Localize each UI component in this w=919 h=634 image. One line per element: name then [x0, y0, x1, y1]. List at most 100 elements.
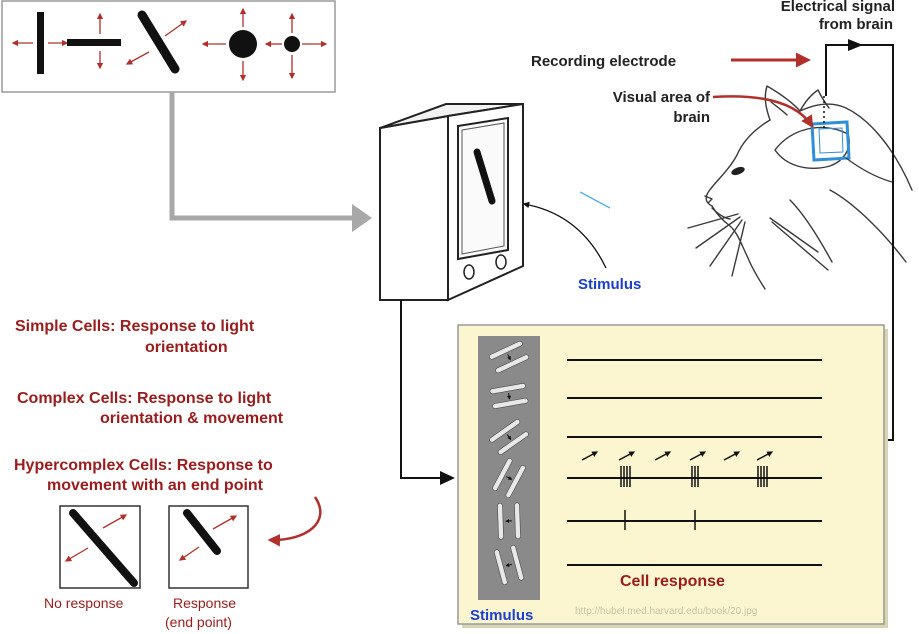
stimulus-row — [492, 457, 526, 499]
visual-area-label-line1: Visual area of — [613, 89, 711, 106]
small-spot-stimulus — [264, 12, 328, 80]
arrow-down-left-icon — [125, 51, 150, 65]
stimulus-motion-arrow-icon — [507, 354, 511, 361]
horizontal-bar-icon — [67, 39, 121, 46]
simple-cells-line1: Simple Cells: Response to light — [15, 318, 255, 335]
stimulus-bar — [489, 383, 526, 395]
small-spot-icon — [284, 36, 300, 52]
cat-far-ear — [799, 89, 830, 112]
black-arrowhead-icon — [440, 471, 455, 485]
arrow-up-right-icon — [212, 515, 238, 530]
short-bar-icon — [183, 509, 221, 555]
cat-whiskers — [687, 213, 829, 277]
no-response-label: No response — [44, 595, 124, 611]
stimulus-motion-markers — [581, 451, 774, 461]
stimulus-row — [489, 419, 529, 455]
stimulus-motion-arrow-icon — [506, 434, 512, 441]
complex-cells-line1: Complex Cells: Response to light — [17, 390, 272, 407]
vertical-bar-stimulus — [11, 12, 69, 74]
hypercomplex-cells-line1: Hypercomplex Cells: Response to — [14, 457, 273, 474]
stimulus-motion-arrow-icon — [505, 563, 513, 567]
stimulus-monitor — [379, 102, 524, 302]
stimulus-types-box — [1, 0, 336, 93]
electrode-cable — [845, 157, 893, 183]
monitor-knob-icon — [463, 264, 475, 280]
whisker — [769, 217, 819, 253]
whisker — [695, 216, 741, 249]
visual-area-label-line2: brain — [673, 109, 710, 126]
cat-mouth — [711, 207, 731, 220]
cat-head-illustration — [687, 85, 913, 290]
stimulus-row — [493, 545, 525, 585]
motion-arrow-icon — [689, 451, 707, 461]
vertical-bar-icon — [37, 12, 44, 74]
arrow-down-left-icon — [178, 546, 200, 561]
large-spot-icon — [229, 30, 257, 58]
gray-connector-line — [169, 92, 354, 221]
signal-arrow-right-icon — [848, 39, 863, 51]
stimulus-bar — [510, 545, 525, 581]
whisker — [771, 221, 829, 271]
monitor-screen — [457, 116, 509, 261]
cat-head-outline — [764, 85, 913, 191]
stimulus-pointer-arrow — [522, 201, 607, 269]
motion-arrow-icon — [581, 451, 599, 461]
simple-cells-line2: orientation — [145, 339, 228, 356]
visual-area-arrow — [712, 95, 814, 129]
black-connector-line — [400, 300, 442, 479]
stimulus-monitor-label: Stimulus — [578, 276, 641, 293]
gray-arrowhead-icon — [352, 204, 372, 232]
cat-cheek-line — [789, 199, 833, 263]
stimulus-bar — [493, 549, 508, 585]
stimulus-strip-background — [478, 336, 540, 600]
horizontal-bar-stimulus — [67, 12, 121, 70]
stimuli-to-monitor-arrow — [169, 92, 372, 232]
cell-response-label: Cell response — [620, 573, 725, 590]
stimulus-row — [488, 340, 530, 374]
electrical-signal-label-line1: Electrical signal — [781, 0, 895, 15]
stimulus-row — [497, 502, 521, 540]
stimulus-bar — [497, 503, 504, 540]
motion-arrow-icon — [723, 451, 741, 461]
monitor-knob-icon — [495, 254, 507, 270]
diagonal-bar-icon — [137, 10, 180, 74]
recording-electrode-label: Recording electrode — [531, 53, 676, 70]
stimulus-bar — [514, 502, 521, 539]
example-frame — [168, 505, 249, 589]
response-label-line2: (end point) — [165, 614, 232, 630]
no-response-example — [59, 505, 141, 589]
stimulus-motion-arrow-icon — [506, 392, 511, 400]
arrow-up-right-icon — [102, 514, 128, 529]
cat-neck-line — [829, 189, 907, 263]
blue-stroke-mark — [579, 191, 611, 209]
motion-arrow-icon — [618, 451, 636, 461]
stimulus-row — [489, 383, 529, 409]
whisker — [687, 213, 739, 229]
whisker — [709, 219, 743, 267]
diagonal-bar-stimulus — [125, 10, 188, 74]
hypercomplex-example-arrow — [267, 496, 322, 547]
hypercomplex-cells-line2: movement with an end point — [47, 477, 264, 494]
response-label-line1: Response — [173, 595, 236, 611]
cat-nose — [704, 195, 713, 204]
electrical-signal-label-line2: from brain — [819, 16, 893, 33]
stimulus-strip — [478, 336, 540, 600]
long-bar-icon — [69, 509, 138, 587]
recording-site-inner-square — [818, 127, 844, 154]
motion-arrow-icon — [654, 451, 672, 461]
cell-type-descriptions: Simple Cells: Response to light orientat… — [14, 318, 284, 494]
stimulus-bar — [492, 457, 513, 491]
stimulus-bar — [488, 340, 523, 360]
cat-face-outline — [705, 119, 771, 290]
stimulus-motion-arrow-icon — [506, 476, 513, 480]
cat-inner-ear — [770, 101, 788, 116]
stimulus-panel-label: Stimulus — [470, 607, 533, 624]
whisker — [731, 221, 746, 277]
monitor-screen-inner — [461, 122, 505, 255]
stimulus-bar — [497, 431, 529, 455]
motion-arrow-icon — [756, 451, 774, 461]
stimulus-bar — [492, 397, 529, 409]
arrow-up-right-icon — [164, 20, 188, 37]
screen-bar-stimulus-icon — [473, 148, 496, 205]
